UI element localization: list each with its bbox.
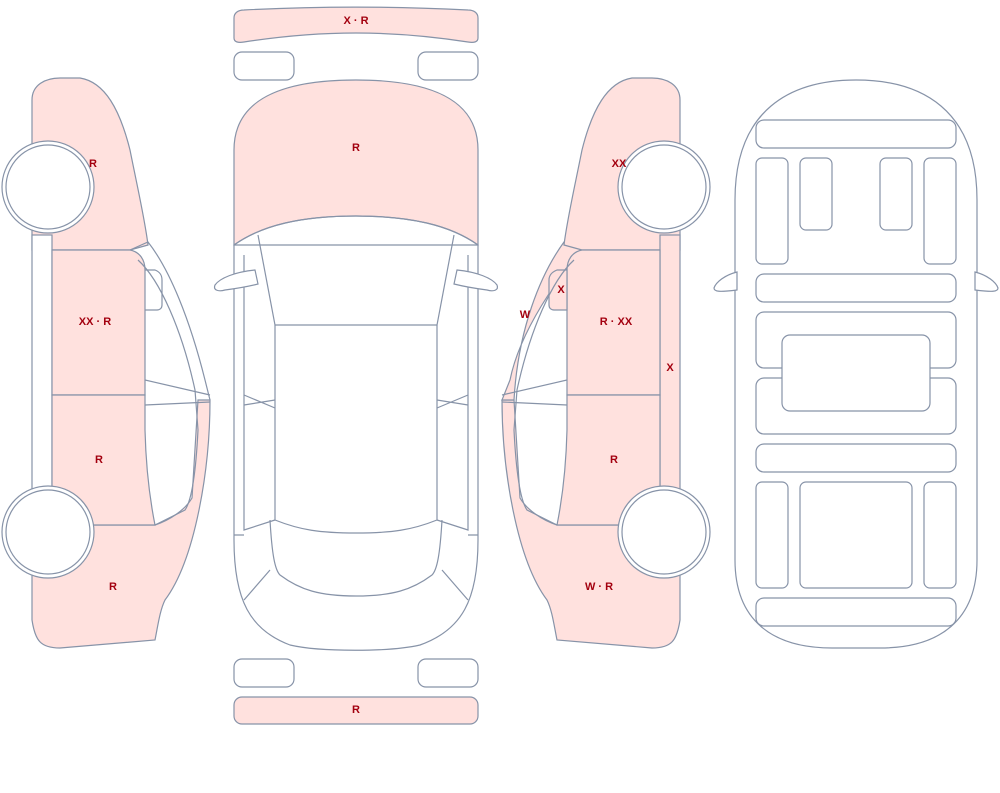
code-right-mirror: X	[557, 284, 565, 296]
left-rocker[interactable]	[31, 234, 53, 526]
top-right-mirror	[453, 269, 499, 292]
code-left-quarter-panel: R	[109, 581, 117, 593]
underbody-front-crossmember	[755, 119, 957, 149]
code-left-front-door: XX · R	[79, 316, 111, 328]
code-left-front-fender: R	[89, 158, 97, 170]
rear-bumper[interactable]	[233, 696, 479, 725]
code-right-rocker: X	[666, 362, 674, 374]
code-rear-bumper: R	[352, 704, 360, 716]
code-right-quarter-panel: W · R	[585, 581, 613, 593]
top-body-outline	[233, 244, 479, 651]
code-right-rear-door: R	[610, 454, 618, 466]
code-front-bumper: X · R	[343, 15, 368, 27]
right-side-view: XX W X R · XX X R W · R	[501, 77, 711, 649]
code-right-a-pillar: W	[520, 309, 531, 321]
top-view: X · R R R	[213, 6, 499, 725]
underbody-view	[713, 79, 999, 649]
left-front-door[interactable]	[51, 249, 146, 396]
right-headlight	[417, 51, 479, 81]
left-taillight	[233, 658, 295, 688]
right-mirror[interactable]	[548, 269, 568, 311]
right-front-door[interactable]	[566, 249, 661, 396]
left-side-view: R XX · R R R	[1, 77, 211, 649]
front-bumper[interactable]	[233, 6, 479, 43]
code-hood: R	[352, 142, 360, 154]
left-headlight	[233, 51, 295, 81]
underbody-rear-crossmember	[755, 597, 957, 627]
underbody-center-tunnel	[781, 334, 931, 412]
hood[interactable]	[233, 79, 479, 247]
code-right-front-fender: XX	[612, 158, 627, 170]
code-left-rear-door: R	[95, 454, 103, 466]
right-rocker[interactable]	[659, 234, 681, 526]
top-left-mirror	[213, 269, 259, 292]
code-right-front-door: R · XX	[600, 316, 633, 328]
right-taillight	[417, 658, 479, 688]
